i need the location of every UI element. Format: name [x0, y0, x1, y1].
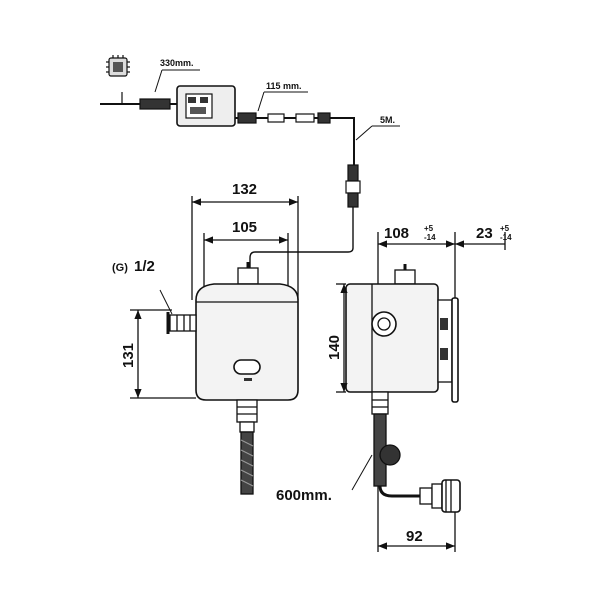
- height-131-label: 131: [120, 343, 137, 368]
- depth-108-label: 108: [384, 225, 409, 242]
- hose-length-label: 600mm.: [276, 487, 332, 504]
- depth-tol-plus: +5: [424, 224, 434, 233]
- offset-92-label: 92: [406, 528, 423, 545]
- plate-tol-minus: -14: [500, 233, 512, 242]
- width-105-label: 105: [232, 219, 257, 236]
- height-140-label: 140: [326, 335, 343, 360]
- valve-body-front: [195, 283, 299, 401]
- inlet-nut-side: [371, 311, 397, 337]
- thread-size-label: 1/2: [134, 258, 155, 275]
- side-view: [336, 232, 506, 552]
- inlet-thread: [169, 314, 197, 332]
- thread-prefix-label: (G): [112, 262, 128, 274]
- front-view: [130, 196, 299, 495]
- adapter-cable-length: 330mm.: [160, 58, 194, 68]
- sensor-window: [233, 359, 261, 375]
- hose-clip: [379, 444, 401, 466]
- wall-plate: [437, 299, 453, 383]
- extension-cable-length: 5M.: [380, 115, 395, 125]
- valve-body-side: [345, 283, 439, 393]
- width-132-label: 132: [232, 181, 257, 198]
- power-adapter-assembly: [100, 55, 400, 268]
- adapter-lead-length: 115 mm.: [266, 81, 302, 91]
- plate-tol-plus: +5: [500, 224, 510, 233]
- plate-23-label: 23: [476, 225, 493, 242]
- plug-icon: [106, 55, 130, 77]
- depth-tol-minus: -14: [424, 233, 436, 242]
